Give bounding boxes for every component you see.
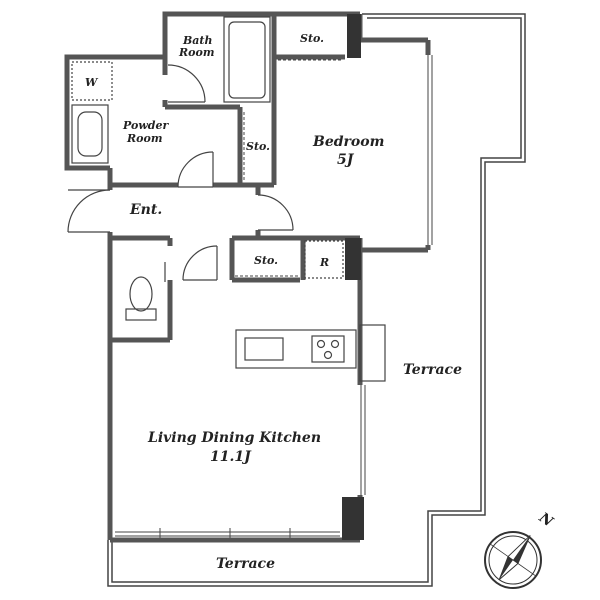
stove: [311, 335, 345, 363]
sink: [244, 337, 284, 361]
toilet-tank: [125, 308, 157, 321]
powder-room-label-line1: Powder: [122, 119, 169, 132]
fridge-label: R: [319, 256, 329, 269]
ldk-label-line1: Living Dining Kitchen: [147, 430, 321, 446]
storage-label-middle: Sto.: [246, 140, 270, 153]
bedroom-label-line1: Bedroom: [312, 134, 384, 150]
bedroom-label-line2: 5J: [337, 152, 355, 168]
terrace-outline: [107, 13, 526, 587]
bathtub: [223, 16, 271, 103]
pillars: [342, 14, 364, 540]
fridge-space: [304, 240, 344, 279]
terrace-east-label: Terrace: [403, 362, 462, 378]
storage-label-lower: Sto.: [254, 254, 278, 267]
ldk-label-line2: 11.1J: [210, 449, 252, 465]
entrance-label: Ent.: [129, 202, 162, 218]
compass-north-label: N: [535, 509, 556, 531]
terrace-south-label: Terrace: [216, 556, 275, 572]
storage-label-top: Sto.: [300, 32, 324, 45]
powder-room-label-line2: Room: [126, 132, 162, 145]
compass-ring: [484, 531, 542, 589]
washer-label: W: [85, 76, 99, 89]
compass-rose: [484, 531, 542, 589]
kitchen-counter: [235, 329, 357, 369]
windows: [115, 55, 433, 540]
washer-space: [71, 61, 113, 101]
bath-room-label-line2: Room: [178, 46, 214, 59]
washbasin-counter: [71, 104, 109, 164]
toilet-bowl: [129, 276, 153, 312]
fixtures: [71, 16, 386, 382]
range-hood: [359, 324, 386, 382]
bath-room-label-line1: Bath: [182, 34, 213, 47]
closet-rails: [235, 59, 342, 277]
doors: [67, 64, 294, 282]
